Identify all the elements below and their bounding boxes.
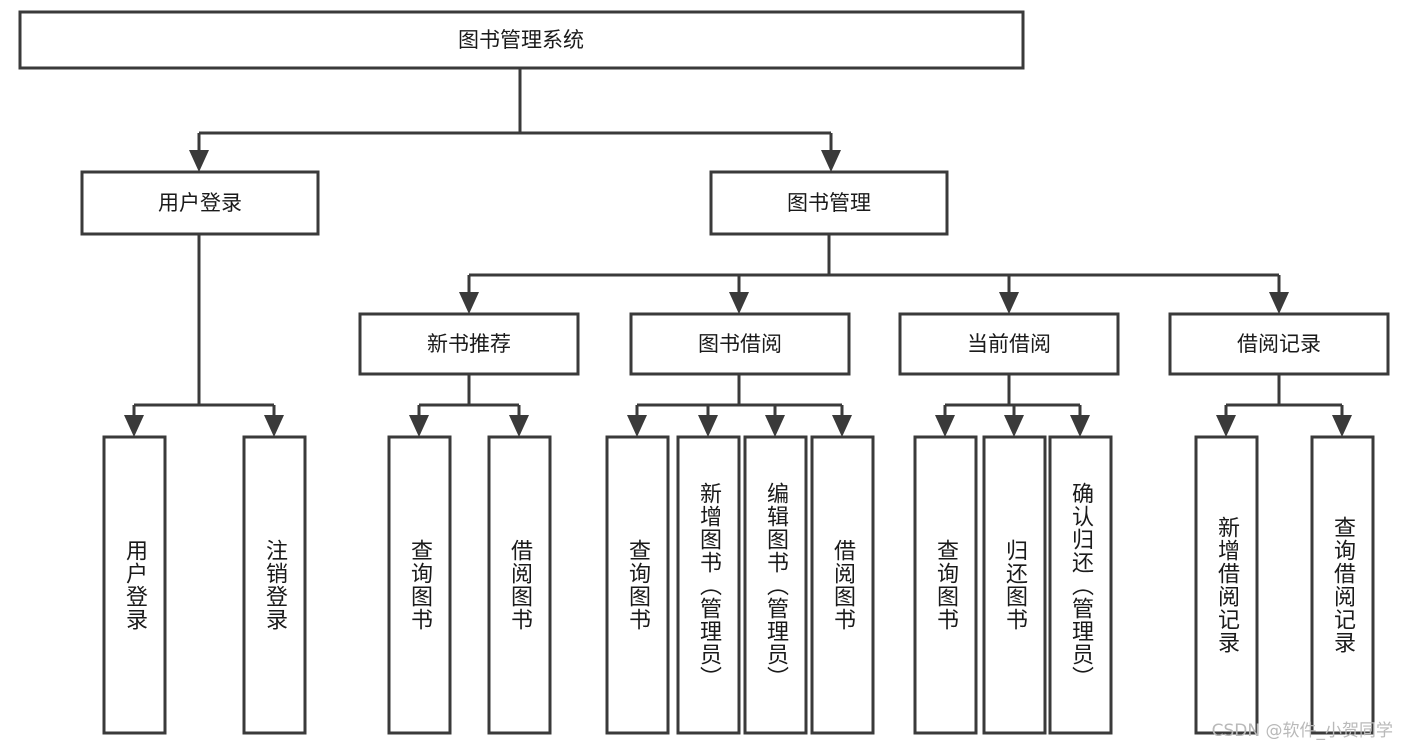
node-book-borrow[interactable] (629, 312, 851, 376)
arrow-head-icon (999, 292, 1019, 314)
node-book-management[interactable] (709, 170, 949, 236)
node-book-borrow-label: 图书借阅 (698, 332, 782, 356)
leaf-user-login-1[interactable] (242, 435, 307, 735)
node-current-borrow[interactable] (898, 312, 1120, 376)
leaf-book-borrow-2[interactable] (743, 435, 808, 735)
watermark: CSDN @软件_小贺同学 (1211, 721, 1393, 741)
arrow-head-icon (264, 415, 284, 437)
leaf-current-borrow-1[interactable] (982, 435, 1047, 735)
arrow-head-icon (1216, 415, 1236, 437)
arrow-head-icon (832, 415, 852, 437)
connector-book-mgmt-to-level3 (459, 234, 1289, 314)
arrow-head-icon (1269, 292, 1289, 314)
arrow-head-icon (935, 415, 955, 437)
node-user-login[interactable] (80, 170, 320, 236)
connector-book-borrow-to-leaves (627, 374, 852, 437)
node-root-label: 图书管理系统 (458, 28, 584, 52)
leaf-borrow-record-1[interactable] (1310, 435, 1375, 735)
leaf-new-book-0[interactable] (387, 435, 452, 735)
node-borrow-record[interactable] (1168, 312, 1390, 376)
node-new-book-recommend-label: 新书推荐 (427, 332, 511, 356)
node-borrow-record-label: 借阅记录 (1237, 332, 1321, 356)
leaf-book-borrow-1[interactable] (676, 435, 741, 735)
connector-root-to-level2 (189, 68, 841, 172)
node-root[interactable] (18, 10, 1025, 70)
connector-current-borrow-to-leaves (935, 374, 1090, 437)
leaf-current-borrow-0[interactable] (913, 435, 978, 735)
arrow-head-icon (627, 415, 647, 437)
node-user-login-label: 用户登录 (158, 191, 242, 215)
node-new-book-recommend[interactable] (358, 312, 580, 376)
arrow-head-icon (1332, 415, 1352, 437)
arrow-head-icon (698, 415, 718, 437)
arrow-head-icon (821, 150, 841, 172)
leaf-current-borrow-2[interactable] (1048, 435, 1113, 735)
arrow-head-icon (409, 415, 429, 437)
arrow-head-icon (509, 415, 529, 437)
node-current-borrow-label: 当前借阅 (967, 332, 1051, 356)
leaf-borrow-record-0[interactable] (1194, 435, 1259, 735)
leaf-user-login-0[interactable] (102, 435, 167, 735)
arrow-head-icon (124, 415, 144, 437)
connector-user-login-to-leaves (124, 234, 284, 437)
connector-borrow-record-to-leaves (1216, 374, 1352, 437)
node-book-management-label: 图书管理 (787, 191, 871, 215)
arrow-head-icon (1004, 415, 1024, 437)
arrow-head-icon (1070, 415, 1090, 437)
connector-new-book-to-leaves (409, 374, 529, 437)
leaf-new-book-1[interactable] (487, 435, 552, 735)
leaf-book-borrow-0[interactable] (605, 435, 670, 735)
arrow-head-icon (459, 292, 479, 314)
leaf-book-borrow-3[interactable] (810, 435, 875, 735)
arrow-head-icon (189, 150, 209, 172)
arrow-head-icon (765, 415, 785, 437)
arrow-head-icon (729, 292, 749, 314)
